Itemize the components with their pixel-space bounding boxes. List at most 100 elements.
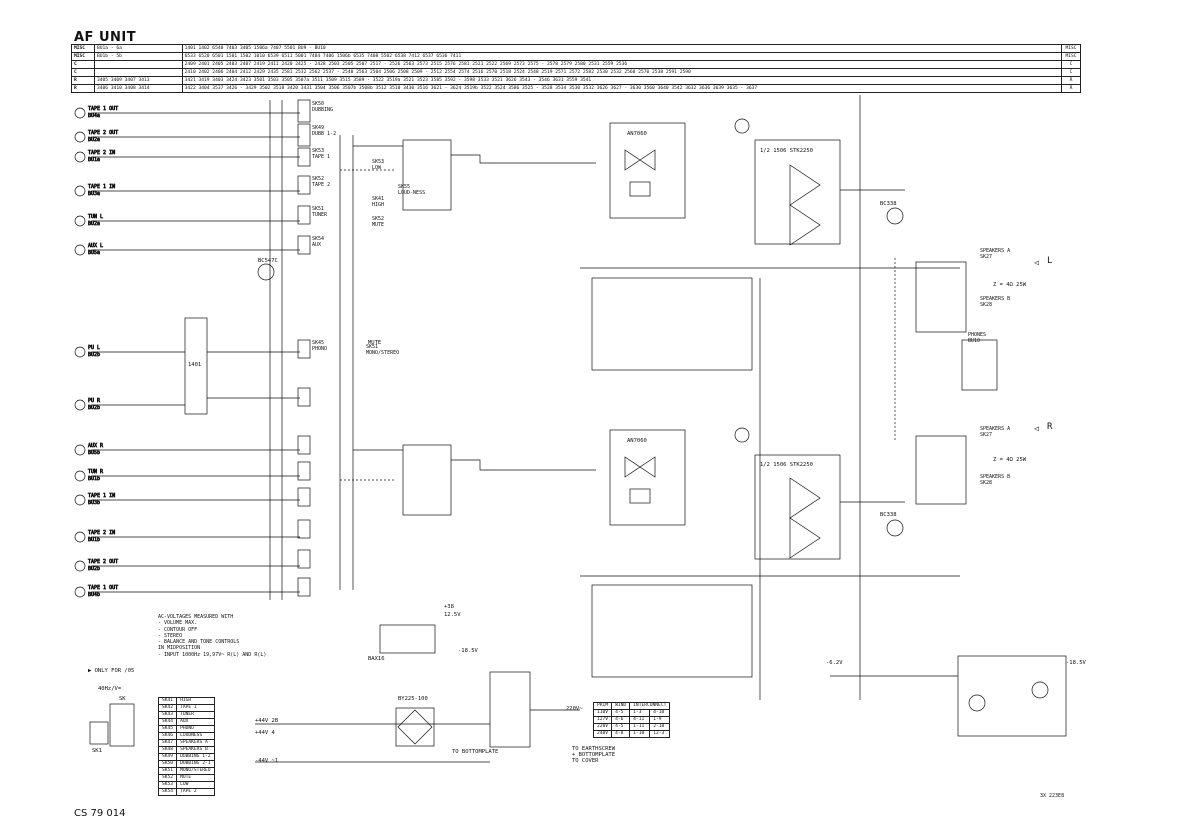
output-ref: SK28 — [980, 480, 992, 486]
switch-name: TAPE 1 — [312, 154, 330, 160]
jack-ref: BU1b — [88, 476, 100, 482]
mains-table-cell: 110V — [592, 709, 613, 717]
ic-label: AN7060 — [627, 131, 647, 137]
output-name: SPEAKERS B — [980, 296, 1010, 302]
speaker-impedance: Z = 4Ω 25W — [993, 457, 1027, 463]
switch-ref: SK45 — [312, 340, 324, 346]
switch-legend-cell: TAPE 2 — [176, 788, 215, 796]
switch-legend-cell: TUNER — [176, 711, 215, 719]
output-name: SPEAKERS A — [980, 248, 1010, 254]
jack-ref: BU4a — [88, 113, 100, 119]
ac-note-line: - CONTOUR OFF — [158, 626, 198, 633]
switch-legend-cell: SK44 — [157, 718, 178, 726]
switch-name: PHONO — [312, 346, 327, 352]
jack-name: TAPE 1 IN — [88, 493, 115, 499]
ic-label: BC338 — [880, 512, 897, 518]
mains-table-cell: 4-5 — [611, 723, 631, 731]
mains-table-cell: 4-6 — [611, 716, 631, 724]
mains-table-cell: 220V — [592, 723, 613, 731]
switch-name: MONO/STEREO — [366, 350, 399, 356]
speaker-icon: ◁ — [1034, 424, 1039, 433]
supply-label: -18.5V — [1066, 660, 1086, 666]
input-jack-icon — [74, 107, 86, 119]
input-jack-icon — [74, 215, 86, 227]
ic-label: AN7060 — [627, 438, 647, 444]
output-ref: SK28 — [980, 302, 992, 308]
sk1-label: SK1 — [92, 748, 102, 754]
ic-label: BC338 — [880, 201, 897, 207]
jack-ref: BU2b — [88, 405, 100, 411]
ic-label: 1/2 1506 STK2250 — [760, 148, 813, 154]
input-jack-icon — [74, 494, 86, 506]
output-ref: SK27 — [980, 432, 992, 438]
ic-label: BC547C — [258, 258, 278, 264]
switch-legend-cell: MUTE — [176, 774, 215, 782]
supply-label: -18.5V — [458, 648, 478, 654]
jack-name: TUN L — [88, 214, 103, 220]
parts-table-cells: 3422 3404 3537 3426 - 3429 3502 3518 342… — [181, 84, 1063, 93]
switch-legend-cell: SK51 — [157, 767, 178, 775]
mute-label: MUTE — [368, 340, 382, 346]
switch-legend-cell: LOUDNESS — [176, 732, 215, 740]
switch-name: MUTE — [372, 222, 384, 228]
input-jack-icon — [74, 444, 86, 456]
speaker-icon: ◁ — [1034, 258, 1039, 267]
jack-ref: BU5a — [88, 250, 100, 256]
output-ref: BU10 — [968, 338, 980, 344]
mains-table-cell: 1-11 — [629, 723, 651, 731]
parts-table-misc: R — [1061, 84, 1081, 93]
jack-name: TAPE 1 OUT — [88, 106, 118, 112]
switch-ref: SK51 — [366, 344, 378, 350]
mains-table-cell: 1-9 — [649, 716, 671, 724]
ac-note-header: AC-VOLTAGES MEASURED WITH — [158, 614, 234, 620]
switch-name: LOW — [372, 165, 382, 171]
speaker-impedance: Z = 4Ω 25W — [993, 282, 1027, 288]
switch-ref: SK54 — [312, 236, 324, 242]
supply-label: +44V 2B — [255, 718, 279, 724]
switch-ref: SK49 — [312, 125, 324, 131]
switch-legend-cell: PHONO — [176, 725, 215, 733]
ac-note-line: - INPUT 1000Hz 19,97V~ R(L) AND R(L) — [158, 651, 267, 658]
mains-table-header-cell: INTERCONNECT — [629, 702, 671, 710]
mains-table-header-cell: WIND — [611, 702, 631, 710]
jack-ref: BU2b — [88, 566, 100, 572]
input-jack-icon — [74, 151, 86, 163]
mains-table-cell: 1-3 — [629, 709, 651, 717]
input-jack-icon — [74, 586, 86, 598]
switch-ref: SK52 — [372, 216, 384, 222]
mains-table-cell: 127V — [592, 716, 613, 724]
switch-legend-cell: SK45 — [157, 725, 178, 733]
switch-legend-cell: LOW — [176, 781, 215, 789]
voltage-selector-label: 40Hz/V= — [98, 686, 122, 692]
switch-name: TUNER — [312, 212, 328, 218]
switch-ref: SK53 — [372, 159, 384, 165]
switch-legend-cell: SK49 — [157, 753, 178, 761]
switch-legend-cell: SK46 — [157, 732, 178, 740]
jack-ref: BU1b — [88, 537, 100, 543]
jack-ref: BU2a — [88, 221, 100, 227]
output-name: PHONES — [968, 332, 986, 338]
jack-ref: BU4b — [88, 592, 100, 598]
parts-table-label: R — [71, 84, 95, 93]
switch-legend-cell: DUBBING 1-2 — [176, 753, 215, 761]
switch-legend-cell: SK52 — [157, 774, 178, 782]
switch-legend-cell: SK41 — [157, 697, 178, 705]
switch-legend-cell: SK53 — [157, 781, 178, 789]
switch-legend-cell: SK47 — [157, 739, 178, 747]
switch-legend-cell: TAPE 1 — [176, 704, 215, 712]
switch-ref: SK50 — [312, 101, 324, 107]
ic-label: 1401 — [188, 362, 201, 368]
